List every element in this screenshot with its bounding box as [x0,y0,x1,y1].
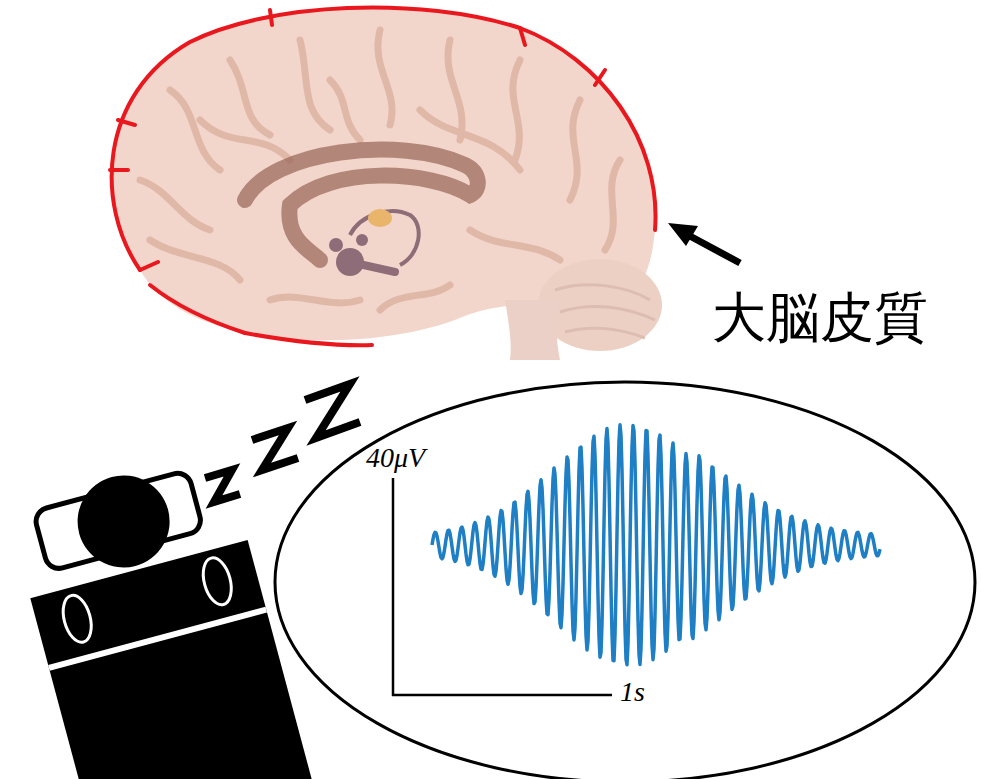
spindle-waveform [432,425,880,665]
pointer-arrow [668,223,740,263]
sleeping-person [5,447,314,779]
time-scale: 1s [620,676,645,708]
region-label: 大脳皮質 [712,282,928,355]
signal-bubble [275,382,975,779]
amplitude-scale: 40μV [366,442,425,474]
brain [110,7,662,360]
